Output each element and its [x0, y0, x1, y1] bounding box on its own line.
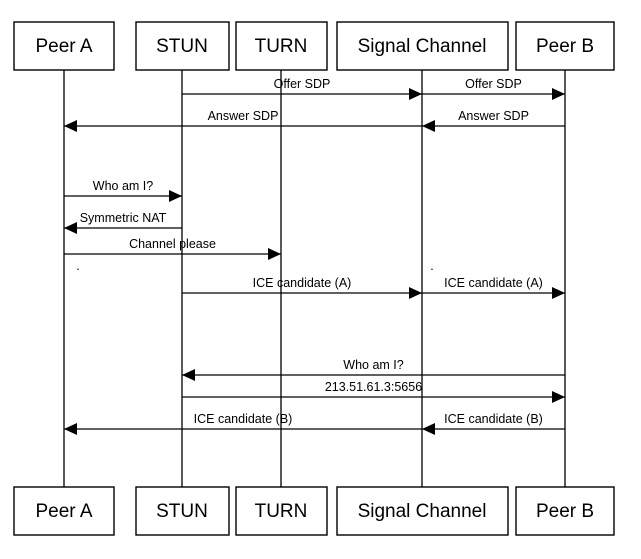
arrow-head-offer-sdp-a	[409, 88, 422, 100]
actor-label-peer-b-bottom: Peer B	[536, 501, 594, 522]
message-ice-candidate-b-2: ICE candidate (B)	[422, 412, 565, 435]
message-label-channel-please: Channel please	[129, 237, 216, 251]
actor-box-stun-top	[135, 21, 230, 71]
actor-box-turn-top	[235, 21, 328, 71]
arrow-head-answer-sdp-a	[64, 120, 77, 132]
message-label-offer-sdp-b: Offer SDP	[465, 77, 522, 91]
actor-label-peer-b-top: Peer B	[536, 36, 594, 57]
actor-turn-bottom[interactable]: TURN	[235, 486, 328, 536]
stray-mark-dot-peer-a: .	[76, 259, 79, 273]
message-channel-please: Channel please	[64, 237, 281, 260]
arrow-head-offer-sdp-b	[552, 88, 565, 100]
actor-peer-a-bottom[interactable]: Peer A	[13, 486, 115, 536]
actor-peer-b-top[interactable]: Peer B	[515, 21, 615, 71]
message-label-ice-candidate-b-1: ICE candidate (B)	[194, 412, 293, 426]
stray-marks-group: ..	[76, 259, 433, 273]
arrow-head-ice-candidate-a-2	[552, 287, 565, 299]
arrow-head-who-am-i-1	[169, 190, 182, 202]
message-symmetric-nat: Symmetric NAT	[64, 211, 182, 234]
actor-box-peer-b-top	[515, 21, 615, 71]
actor-peer-a-top[interactable]: Peer A	[13, 21, 115, 71]
message-answer-sdp-b: Answer SDP	[422, 109, 565, 132]
message-ice-candidate-a-2: ICE candidate (A)	[422, 276, 565, 299]
message-address-reply: 213.51.61.3:5656	[182, 380, 565, 403]
message-ice-candidate-a-1: ICE candidate (A)	[182, 276, 422, 299]
arrow-head-ice-candidate-a-1	[409, 287, 422, 299]
actor-label-peer-a-bottom: Peer A	[35, 501, 92, 522]
arrow-head-symmetric-nat	[64, 222, 77, 234]
actor-label-turn-top: TURN	[255, 36, 308, 57]
messages-group: Offer SDP Offer SDP Answer SDP Answer SDP Wh…	[64, 77, 565, 435]
arrow-head-address-reply	[552, 391, 565, 403]
actor-label-turn-bottom: TURN	[255, 501, 308, 522]
message-who-am-i-1: Who am I?	[64, 179, 182, 202]
arrow-head-answer-sdp-b	[422, 120, 435, 132]
arrow-head-channel-please	[268, 248, 281, 260]
actor-label-peer-a-top: Peer A	[35, 36, 92, 57]
top-actors-group: Peer A STUN TURN Signal Channel Peer B	[13, 21, 615, 71]
actor-signal-channel-bottom[interactable]: Signal Channel	[336, 486, 509, 536]
message-offer-sdp-b: Offer SDP	[422, 77, 565, 100]
lifelines-group	[63, 70, 566, 487]
actor-stun-bottom[interactable]: STUN	[135, 486, 230, 536]
message-label-ice-candidate-b-2: ICE candidate (B)	[444, 412, 543, 426]
stray-mark-dot-signal: .	[430, 259, 433, 273]
actor-peer-b-bottom[interactable]: Peer B	[515, 486, 615, 536]
actor-box-stun-bottom	[135, 486, 230, 536]
message-label-ice-candidate-a-2: ICE candidate (A)	[444, 276, 543, 290]
message-label-address-reply: 213.51.61.3:5656	[325, 380, 422, 394]
message-label-ice-candidate-a-1: ICE candidate (A)	[253, 276, 352, 290]
arrow-head-who-am-i-2	[182, 369, 195, 381]
actor-label-signal-channel-top: Signal Channel	[358, 36, 487, 57]
message-label-symmetric-nat: Symmetric NAT	[80, 211, 167, 225]
message-label-answer-sdp-a: Answer SDP	[208, 109, 279, 123]
actor-box-turn-bottom	[235, 486, 328, 536]
message-label-answer-sdp-b: Answer SDP	[458, 109, 529, 123]
message-label-offer-sdp-a: Offer SDP	[274, 77, 331, 91]
message-who-am-i-2: Who am I?	[182, 358, 565, 381]
actor-box-signal-channel-top	[336, 21, 509, 71]
actor-label-stun-top: STUN	[156, 36, 208, 57]
actor-box-signal-channel-bottom	[336, 486, 509, 536]
bottom-actors-group: Peer A STUN TURN Signal Channel Peer B	[13, 486, 615, 536]
actor-box-peer-b-bottom	[515, 486, 615, 536]
actor-stun-top[interactable]: STUN	[135, 21, 230, 71]
message-offer-sdp-a: Offer SDP	[182, 77, 422, 100]
message-ice-candidate-b-1: ICE candidate (B)	[64, 412, 422, 435]
actor-box-peer-a-top	[13, 21, 115, 71]
actor-label-stun-bottom: STUN	[156, 501, 208, 522]
arrow-head-ice-candidate-b-2	[422, 423, 435, 435]
message-label-who-am-i-1: Who am I?	[93, 179, 153, 193]
actor-turn-top[interactable]: TURN	[235, 21, 328, 71]
actor-box-peer-a-bottom	[13, 486, 115, 536]
actor-label-signal-channel-bottom: Signal Channel	[358, 501, 487, 522]
arrow-head-ice-candidate-b-1	[64, 423, 77, 435]
message-label-who-am-i-2: Who am I?	[343, 358, 403, 372]
message-answer-sdp-a: Answer SDP	[64, 109, 422, 132]
actor-signal-channel-top[interactable]: Signal Channel	[336, 21, 509, 71]
